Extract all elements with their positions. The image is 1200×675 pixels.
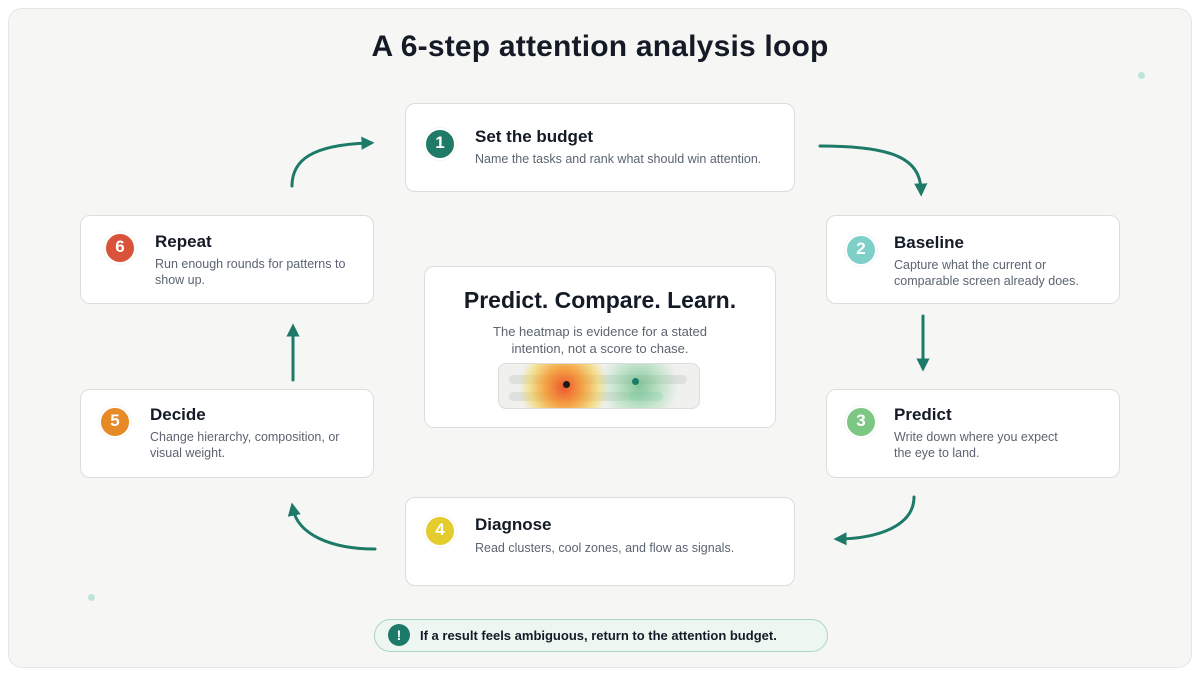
center-description: The heatmap is evidence for a stated int… <box>493 324 707 356</box>
step-card-1: 1 Set the budget Name the tasks and rank… <box>405 103 795 192</box>
step-card-4: 4 Diagnose Read clusters, cool zones, an… <box>405 497 795 586</box>
center-summary-card: Predict. Compare. Learn. The heatmap is … <box>424 266 776 428</box>
step-card-5: 5 Decide Change hierarchy, composition, … <box>80 389 374 478</box>
gaze-point-2 <box>632 378 639 385</box>
step-3-badge: 3 <box>845 406 877 438</box>
step-4-description: Read clusters, cool zones, and flow as s… <box>475 541 735 555</box>
exclamation-icon: ! <box>388 624 410 646</box>
step-6-badge: 6 <box>104 232 136 264</box>
step-2-description: Capture what the current or comparable s… <box>894 258 1079 288</box>
decor-dot-top-right <box>1138 72 1145 79</box>
step-3-description: Write down where you expect the eye to l… <box>894 430 1058 460</box>
note-text: If a result feels ambiguous, return to t… <box>420 628 777 643</box>
gaze-point-1 <box>563 381 570 388</box>
step-5-description: Change hierarchy, composition, or visual… <box>150 430 340 460</box>
step-card-2: 2 Baseline Capture what the current or c… <box>826 215 1120 304</box>
decor-dot-bottom-left <box>88 594 95 601</box>
step-2-badge: 2 <box>845 234 877 266</box>
diagram-title: A 6-step attention analysis loop <box>371 30 829 63</box>
step-6-description: Run enough rounds for patterns to show u… <box>155 257 346 287</box>
arrow-1-to-2 <box>818 144 928 197</box>
step-5-badge: 5 <box>99 406 131 438</box>
center-title: Predict. Compare. Learn. <box>463 287 737 313</box>
step-4-title: Diagnose <box>475 515 552 534</box>
arrow-4-to-5 <box>287 502 377 551</box>
heatmap-hotspot-cool <box>599 364 679 408</box>
step-1-title: Set the budget <box>475 127 594 146</box>
heatmap-illustration <box>498 363 700 409</box>
step-6-title: Repeat <box>155 232 212 251</box>
arrow-6-to-1 <box>290 136 375 188</box>
step-1-description: Name the tasks and rank what should win … <box>475 152 762 166</box>
step-1-badge: 1 <box>424 128 456 160</box>
arrow-3-to-4 <box>833 495 916 546</box>
step-card-3: 3 Predict Write down where you expect th… <box>826 389 1120 478</box>
ambiguity-note: ! If a result feels ambiguous, return to… <box>374 619 828 652</box>
step-2-title: Baseline <box>894 233 964 252</box>
step-4-badge: 4 <box>424 515 456 547</box>
step-3-title: Predict <box>894 405 952 424</box>
step-5-title: Decide <box>150 405 206 424</box>
step-card-6: 6 Repeat Run enough rounds for patterns … <box>80 215 374 304</box>
